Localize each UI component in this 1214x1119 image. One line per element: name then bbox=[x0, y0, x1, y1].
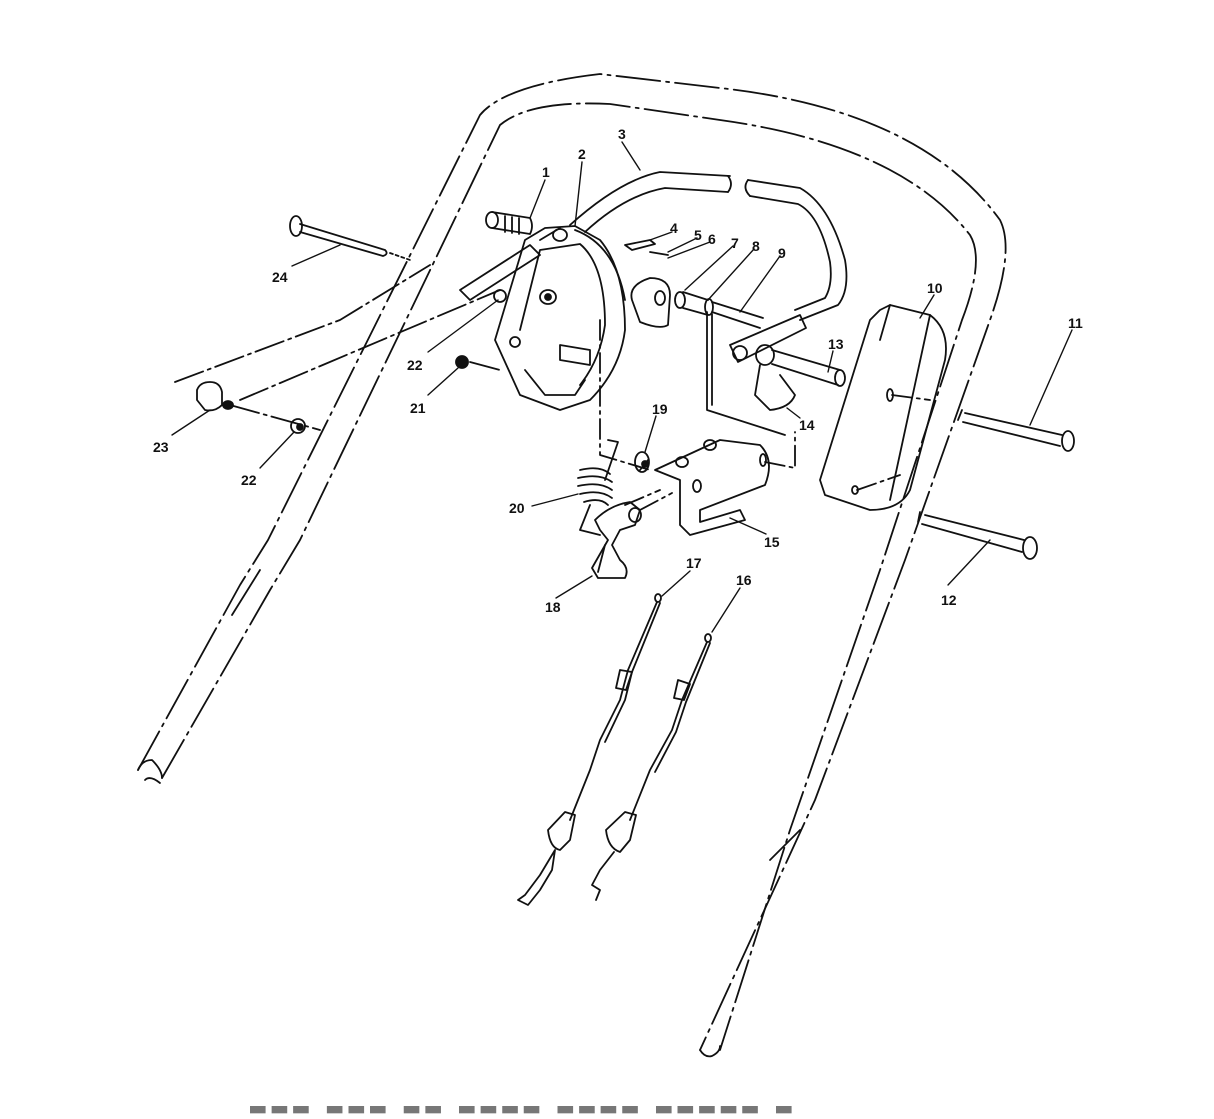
part-5-pin bbox=[650, 252, 668, 255]
callout-24: 24 bbox=[272, 269, 288, 285]
callout-14: 14 bbox=[799, 417, 815, 433]
part-24-bolt bbox=[290, 216, 410, 260]
callout-1: 1 bbox=[542, 164, 550, 180]
latch-arm bbox=[730, 315, 806, 365]
callout-5: 5 bbox=[694, 227, 702, 243]
callout-20: 20 bbox=[509, 500, 525, 516]
callout-22-lower: 22 bbox=[241, 472, 257, 488]
callout-15: 15 bbox=[764, 534, 780, 550]
handle-frame bbox=[138, 74, 1006, 1050]
part-18-lever bbox=[592, 502, 641, 578]
part-14-trigger bbox=[755, 365, 795, 410]
part-7-washer bbox=[675, 292, 685, 308]
callout-10: 10 bbox=[927, 280, 943, 296]
part-17-cable bbox=[518, 594, 661, 905]
part-20-spring bbox=[578, 440, 618, 535]
callout-16: 16 bbox=[736, 572, 752, 588]
part-8-shaft bbox=[683, 292, 713, 315]
callout-21: 21 bbox=[410, 400, 426, 416]
part-11-bolt bbox=[958, 410, 1074, 451]
part-3-bail-bar bbox=[570, 172, 846, 320]
part-16-cable bbox=[592, 634, 711, 900]
callout-7: 7 bbox=[731, 235, 739, 251]
callout-23: 23 bbox=[153, 439, 169, 455]
part-19-washer bbox=[635, 452, 649, 472]
callout-leaders bbox=[172, 142, 1072, 632]
callout-3: 3 bbox=[618, 126, 626, 142]
part-1-bolt bbox=[486, 212, 532, 234]
callout-2: 2 bbox=[578, 146, 586, 162]
part-12-bolt bbox=[918, 512, 1037, 559]
callout-13: 13 bbox=[828, 336, 844, 352]
assembly-leaders-left bbox=[175, 265, 500, 430]
handle-right-tube-end bbox=[700, 1046, 720, 1056]
part-15-bracket bbox=[655, 440, 769, 535]
callout-19: 19 bbox=[652, 401, 668, 417]
callout-8: 8 bbox=[752, 238, 760, 254]
callout-22-upper: 22 bbox=[407, 357, 423, 373]
callout-11: 11 bbox=[1068, 315, 1083, 331]
assembly-leaders-center bbox=[600, 320, 795, 470]
part-4-clip bbox=[625, 240, 655, 250]
part-9-rod bbox=[712, 302, 763, 328]
callout-17: 17 bbox=[686, 555, 702, 571]
part-13-rod bbox=[772, 350, 845, 386]
linkage-rod bbox=[707, 312, 785, 435]
diagram-caption-cutoff: ▀▀▀ ▀▀▀ ▀▀ ▀▀▀▀ ▀▀▀▀ ▀▀▀▀▀ ▀ bbox=[250, 1106, 1010, 1114]
part-6-cam bbox=[631, 278, 670, 327]
callout-4: 4 bbox=[670, 220, 678, 236]
callout-18: 18 bbox=[545, 599, 561, 615]
handle-left-tube-end bbox=[138, 760, 162, 778]
callout-6: 6 bbox=[708, 231, 716, 247]
part-22-nut-lower bbox=[291, 419, 305, 433]
callout-9: 9 bbox=[778, 245, 786, 261]
part-23-spacer bbox=[197, 382, 233, 410]
part-2-housing bbox=[495, 226, 625, 410]
callout-12: 12 bbox=[941, 592, 957, 608]
part-21-nut bbox=[456, 356, 468, 368]
mounting-plate bbox=[460, 245, 540, 300]
caption-fragment: ▀▀▀ ▀▀▀ ▀▀ ▀▀▀▀ ▀▀▀▀ ▀▀▀▀▀ ▀ bbox=[250, 1106, 1010, 1114]
